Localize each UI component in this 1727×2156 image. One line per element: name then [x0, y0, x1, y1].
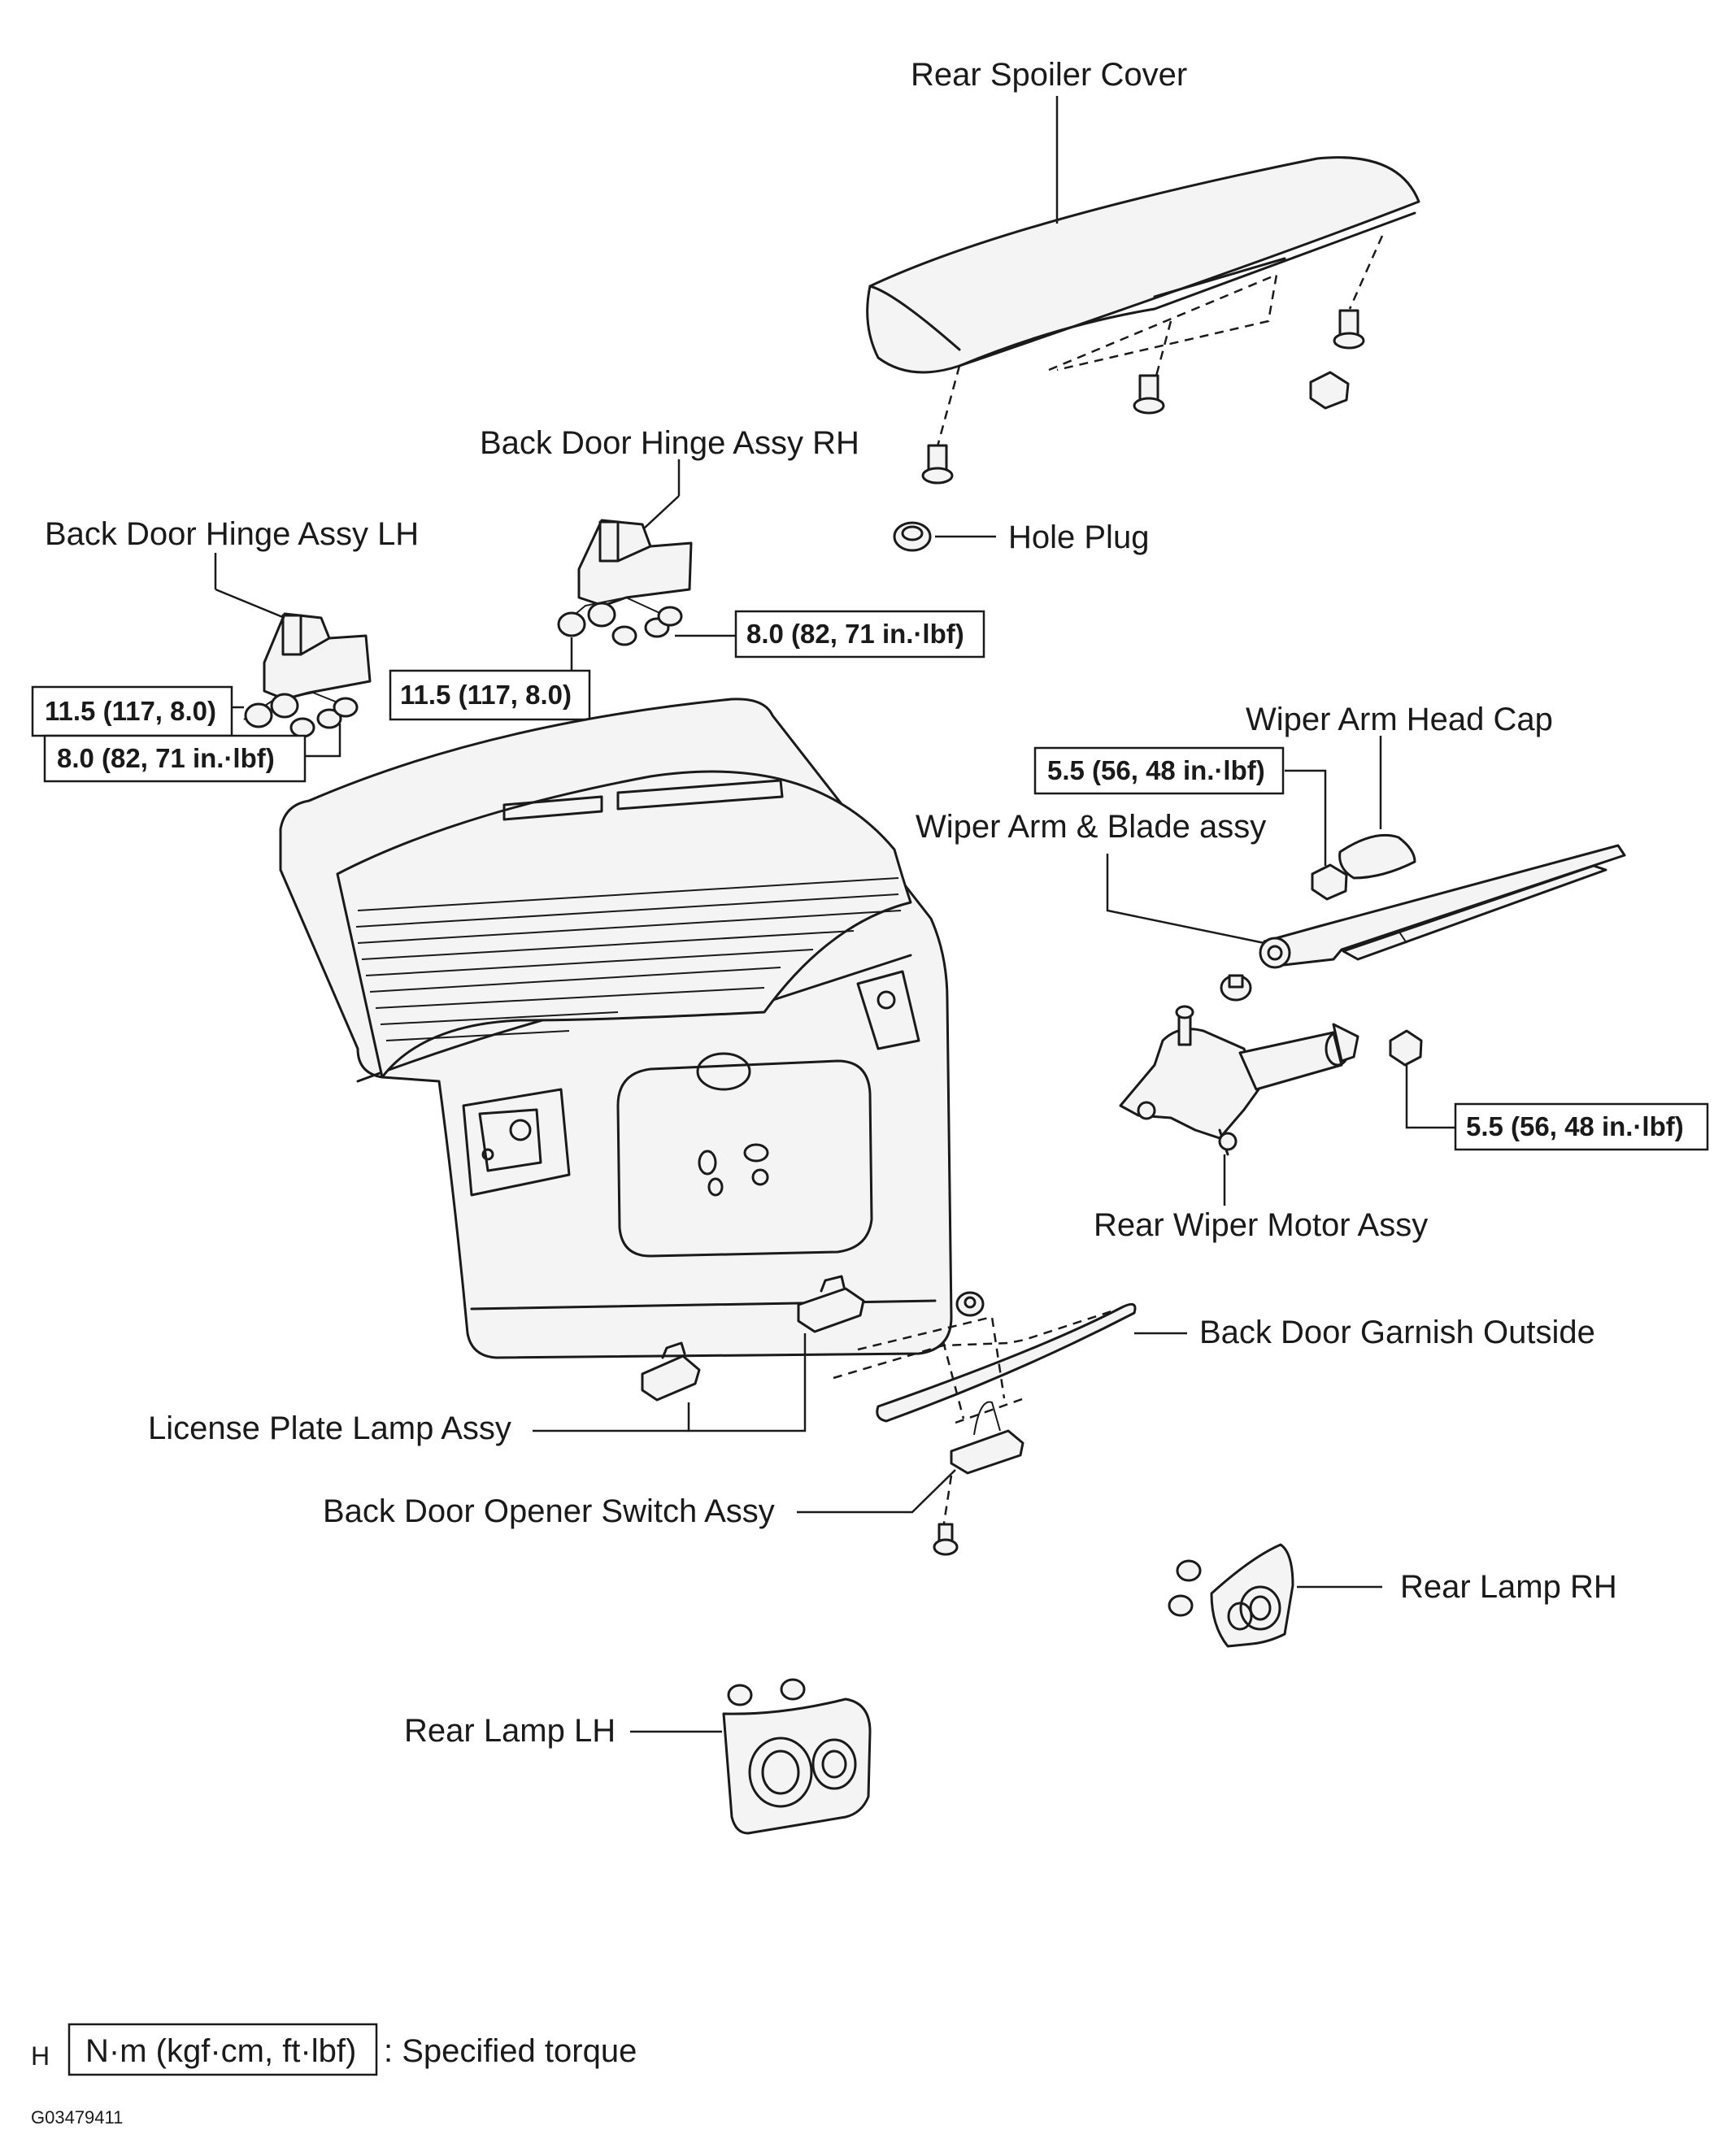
- label-garnish: Back Door Garnish Outside: [1199, 1315, 1595, 1350]
- wiper-arm-washer: [1220, 974, 1252, 1002]
- torque-wiper-arm: 5.5 (56, 48 in.·lbf): [1047, 755, 1265, 785]
- leader-license-lamp: [687, 1333, 807, 1432]
- torque-wiper-motor: 5.5 (56, 48 in.·lbf): [1466, 1111, 1684, 1141]
- label-wiper-motor: Rear Wiper Motor Assy: [1094, 1207, 1428, 1243]
- hinge-rh-nut: [557, 602, 616, 637]
- legend-unit-box: [67, 2023, 378, 2076]
- hinge-lh-nut: [244, 693, 299, 728]
- rear-lamp-lh-nut: [727, 1678, 806, 1706]
- spoiler-nut: [1309, 371, 1350, 410]
- spoiler-bolt: [921, 444, 954, 485]
- torque-box-hinge-rh-nut: [389, 669, 591, 721]
- wiper-motor-nut: [1389, 1029, 1423, 1067]
- hole-plug: [893, 521, 932, 552]
- label-rear-lamp-lh: Rear Lamp LH: [404, 1713, 616, 1749]
- legend-unit: N·m (kgf·cm, ft·lbf): [85, 2033, 356, 2069]
- hinge-rh-bolt: [611, 606, 683, 646]
- label-rear-lamp-rh: Rear Lamp RH: [1400, 1569, 1617, 1605]
- leader-opener-switch: [797, 1469, 956, 1514]
- garnish-clip: [955, 1291, 985, 1317]
- back-door-opener-switch: [942, 1401, 1024, 1529]
- label-rear-spoiler-cover: Rear Spoiler Cover: [911, 57, 1187, 93]
- torque-box-wiper-motor: [1454, 1102, 1709, 1151]
- license-plate-lamp-left: [641, 1341, 701, 1402]
- back-door-panel: [279, 698, 953, 1359]
- torque-hinge-rh-nut: 11.5 (117, 8.0): [400, 680, 572, 710]
- back-door-garnish: [833, 1302, 1137, 1424]
- back-door-hinge-rh: [560, 519, 693, 627]
- torque-box-hinge-lh-bolt: [43, 734, 307, 783]
- label-license-lamp: License Plate Lamp Assy: [148, 1411, 511, 1446]
- rear-lamp-rh-nut: [1168, 1559, 1202, 1617]
- label-opener-switch: Back Door Opener Switch Assy: [323, 1493, 775, 1529]
- label-hinge-rh: Back Door Hinge Assy RH: [480, 425, 859, 461]
- leader-wiper-arm: [1106, 854, 1265, 945]
- spoiler-bolt: [1133, 374, 1165, 415]
- hinge-lh-bolt: [289, 697, 359, 738]
- torque-hinge-rh-bolt: 8.0 (82, 71 in.·lbf): [746, 619, 964, 649]
- figure-code: G03479411: [31, 2107, 123, 2128]
- rear-lamp-lh: [722, 1697, 872, 1835]
- label-hole-plug: Hole Plug: [1008, 519, 1149, 555]
- torque-box-hinge-lh-nut: [31, 685, 233, 737]
- wiper-arm-head-cap: [1338, 833, 1416, 880]
- rear-lamp-rh: [1210, 1543, 1294, 1648]
- label-wiper-head-cap: Wiper Arm Head Cap: [1246, 702, 1553, 737]
- rear-spoiler-cover: [866, 156, 1420, 456]
- torque-box-hinge-rh-bolt: [734, 610, 985, 659]
- legend-text: : Specified torque: [384, 2033, 637, 2069]
- wiper-arm-nut: [1311, 863, 1348, 901]
- opener-switch-bolt: [933, 1523, 959, 1556]
- spoiler-bolt: [1333, 309, 1365, 350]
- legend-marker: H: [31, 2041, 50, 2071]
- torque-hinge-lh-bolt: 8.0 (82, 71 in.·lbf): [57, 743, 275, 773]
- license-plate-lamp-right: [797, 1275, 865, 1333]
- torque-hinge-lh-nut: 11.5 (117, 8.0): [45, 696, 216, 726]
- label-hinge-lh: Back Door Hinge Assy LH: [45, 516, 419, 552]
- rear-wiper-motor: [1119, 1005, 1359, 1156]
- wiper-arm-and-blade: [1259, 844, 1626, 969]
- torque-box-wiper-arm: [1033, 746, 1285, 795]
- label-wiper-arm: Wiper Arm & Blade assy: [916, 809, 1266, 845]
